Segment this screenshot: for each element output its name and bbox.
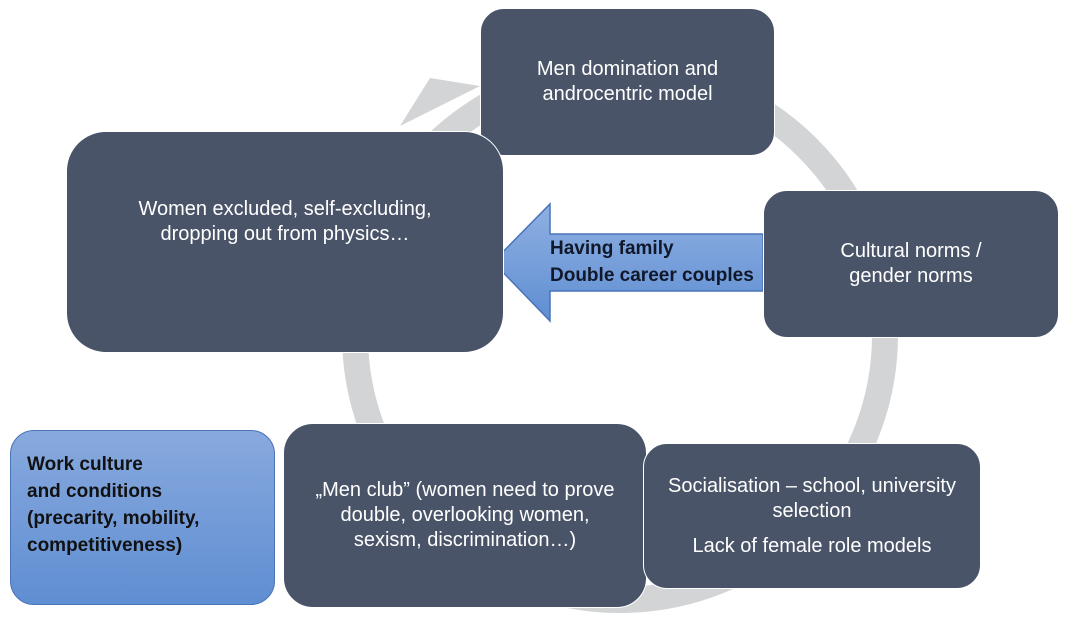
women-excluded-line-1: Women excluded, self-excluding,	[138, 198, 432, 220]
women-excluded-line-2: dropping out from physics…	[160, 223, 410, 245]
men-domination-line-1: Men domination and	[536, 58, 719, 80]
men-club-line-3: sexism, discrimination…)	[353, 529, 577, 551]
work-culture-line-4: competitiveness)	[27, 535, 183, 556]
arrow-label: Having family Double career couples	[550, 235, 754, 289]
arrow-label-line-1: Having family	[550, 238, 674, 259]
arrow-label-line-2: Double career couples	[550, 265, 754, 286]
men-club-box: „Men club” (women need to prove double, …	[283, 423, 647, 608]
socialisation-box: Socialisation – school, university selec…	[643, 443, 981, 589]
men-club-line-1: „Men club” (women need to prove	[315, 479, 615, 501]
men-domination-box: Men domination and androcentric model	[480, 8, 775, 156]
work-culture-line-3: (precarity, mobility,	[27, 508, 200, 529]
work-culture-line-2: and conditions	[27, 481, 163, 502]
work-culture-box: Work culture and conditions (precarity, …	[10, 430, 275, 605]
work-culture-line-1: Work culture	[27, 454, 143, 475]
cultural-norms-line-2: gender norms	[849, 265, 973, 287]
men-domination-line-2: androcentric model	[542, 83, 713, 105]
socialisation-line-1: Socialisation – school, university	[668, 474, 956, 497]
women-excluded-box: Women excluded, self-excluding, dropping…	[66, 131, 504, 353]
cultural-norms-box: Cultural norms / gender norms	[763, 190, 1059, 338]
men-club-line-2: double, overlooking women,	[340, 504, 590, 526]
cultural-norms-line-1: Cultural norms /	[840, 240, 982, 262]
socialisation-line-3: Lack of female role models	[692, 534, 932, 557]
socialisation-line-2: selection	[772, 499, 852, 522]
left-arrow	[491, 202, 764, 323]
cycle-arrowhead	[400, 78, 480, 126]
